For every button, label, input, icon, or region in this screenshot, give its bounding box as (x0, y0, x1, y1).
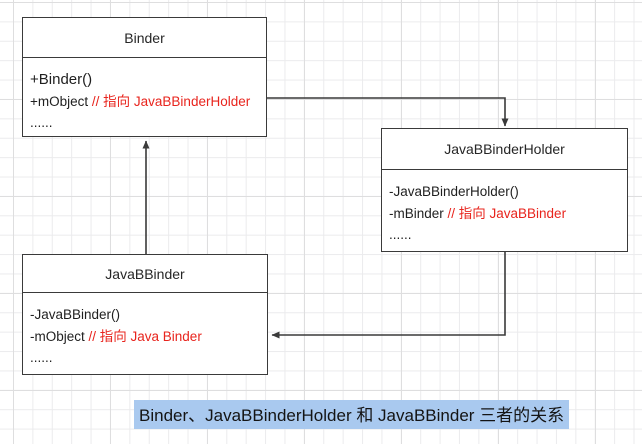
member-code: ...... (30, 350, 53, 365)
class-title: JavaBBinderHolder (382, 129, 627, 170)
member-code: +mObject (30, 93, 92, 109)
member-line: -JavaBBinderHolder() (389, 181, 623, 203)
member-comment: // 指向 JavaBBinderHolder (91, 93, 251, 109)
class-box-binder: Binder +Binder() +mObject // 指向 JavaBBin… (22, 17, 267, 137)
connector-javabbinderholder-to-javabbinder (271, 252, 506, 339)
member-line: -mBinder // 指向 JavaBBinder (389, 203, 623, 225)
member-code: ...... (30, 115, 53, 130)
member-code: +Binder() (30, 71, 93, 88)
class-members: -JavaBBinderHolder() -mBinder // 指向 Java… (382, 170, 627, 246)
member-line: ...... (30, 347, 263, 369)
class-box-javabbinderholder: JavaBBinderHolder -JavaBBinderHolder() -… (381, 128, 628, 252)
member-line: ...... (389, 224, 623, 246)
member-line: +mObject // 指向 JavaBBinderHolder (30, 91, 262, 113)
member-comment: // 指向 JavaBBinder (447, 205, 567, 221)
member-comment: // 指向 Java Binder (88, 328, 202, 344)
class-title: Binder (23, 18, 266, 58)
member-code: ...... (389, 227, 412, 242)
member-line: -JavaBBinder() (30, 304, 263, 326)
class-box-javabbinder: JavaBBinder -JavaBBinder() -mObject // 指… (22, 254, 268, 375)
member-line: ...... (30, 112, 262, 134)
class-members: -JavaBBinder() -mObject // 指向 Java Binde… (23, 293, 267, 369)
class-members: +Binder() +mObject // 指向 JavaBBinderHold… (23, 58, 266, 134)
member-code: -mBinder (389, 205, 448, 221)
member-code: -JavaBBinder() (30, 307, 121, 322)
member-line: +Binder() (30, 69, 262, 91)
member-code: -JavaBBinderHolder() (389, 184, 519, 199)
connector-binder-to-javabbinderholder (267, 97, 509, 127)
member-line: -mObject // 指向 Java Binder (30, 326, 263, 348)
member-code: -mObject (30, 328, 89, 344)
class-title: JavaBBinder (23, 255, 267, 293)
diagram-caption: Binder、JavaBBinderHolder 和 JavaBBinder 三… (134, 400, 570, 429)
